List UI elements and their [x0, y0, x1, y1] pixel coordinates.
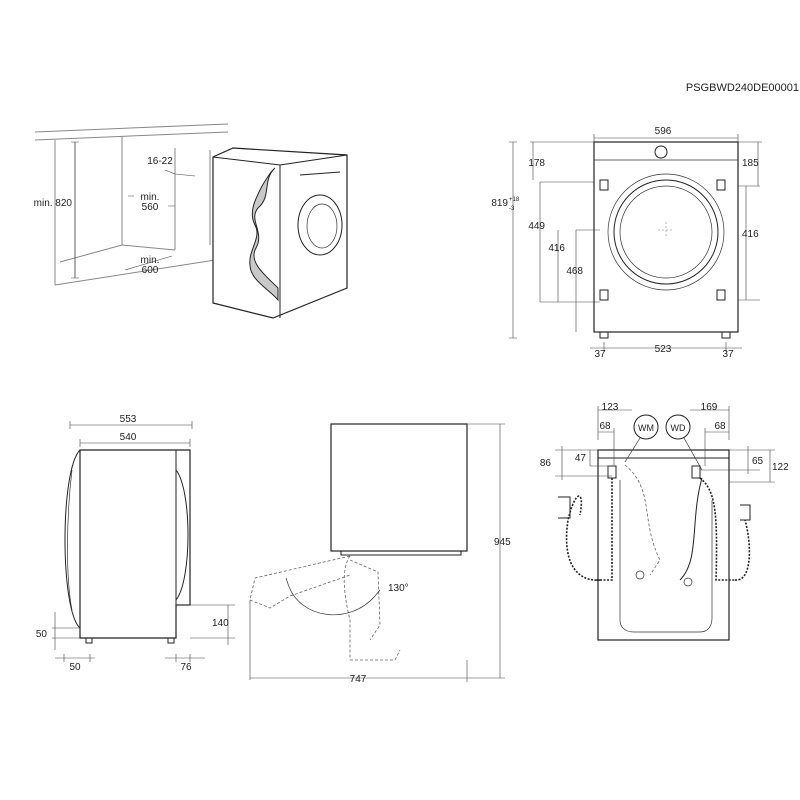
dim-front-bottom-left: 37: [594, 349, 606, 360]
dim-front-468: 468: [566, 266, 583, 277]
side-view: 553 540 50 50 140 76: [36, 414, 235, 673]
dim-door-height: 945: [494, 537, 511, 548]
door-view: 130° 945 747: [249, 423, 511, 685]
dim-back-left-h1: 86: [540, 458, 552, 469]
installation-view: min. 820 16-22 min. 560 min. 600: [34, 123, 348, 319]
dim-front-tol-upper: +18: [509, 197, 520, 203]
dim-front-total-height: 819: [491, 198, 508, 209]
label-wd: WD: [671, 423, 686, 433]
back-view: WM WD 123 68 169 68 86 47: [540, 402, 789, 641]
dim-back-left-offset: 123: [602, 402, 619, 413]
dim-front-416-left: 416: [548, 243, 565, 254]
doc-code: PSGBWD240DE00001: [686, 82, 799, 94]
dim-back-right-h2: 122: [772, 462, 789, 473]
dim-gap: 16-22: [147, 156, 173, 167]
dim-side-back-offset: 76: [180, 662, 192, 673]
dim-side-foot-height: 50: [36, 629, 48, 640]
dim-side-outer-depth: 553: [120, 414, 137, 425]
dim-door-angle: 130°: [388, 583, 409, 594]
dim-front-bottom-mid: 523: [655, 344, 672, 355]
front-view: 596 178 185 819 +18 -3 449 416 468 416 3…: [491, 126, 762, 360]
dim-side-inner-depth: 540: [120, 432, 137, 443]
dim-front-185: 185: [742, 158, 759, 169]
dim-door-depth-open: 747: [350, 674, 367, 685]
dim-back-left-h2: 47: [575, 453, 587, 464]
dim-depth-label: min.: [141, 192, 160, 203]
dim-min-height: min. 820: [34, 198, 73, 209]
dim-width-value: 600: [142, 265, 159, 276]
dim-back-right-h1: 65: [752, 456, 764, 467]
dim-front-416-right: 416: [742, 229, 759, 240]
dim-front-178: 178: [528, 158, 545, 169]
dim-depth-value: 560: [142, 202, 159, 213]
dim-side-back-step: 140: [212, 618, 229, 629]
dim-front-449: 449: [528, 221, 545, 232]
dim-back-right-inner: 68: [714, 421, 726, 432]
dim-front-bottom-right: 37: [722, 349, 734, 360]
dim-front-width: 596: [655, 126, 672, 137]
dim-front-tol-lower: -3: [509, 206, 515, 212]
dim-width-label: min.: [141, 255, 160, 266]
dim-side-foot-offset: 50: [69, 662, 81, 673]
label-wm: WM: [638, 423, 654, 433]
dim-back-right-offset: 169: [701, 402, 718, 413]
dim-back-left-inner: 68: [599, 421, 611, 432]
